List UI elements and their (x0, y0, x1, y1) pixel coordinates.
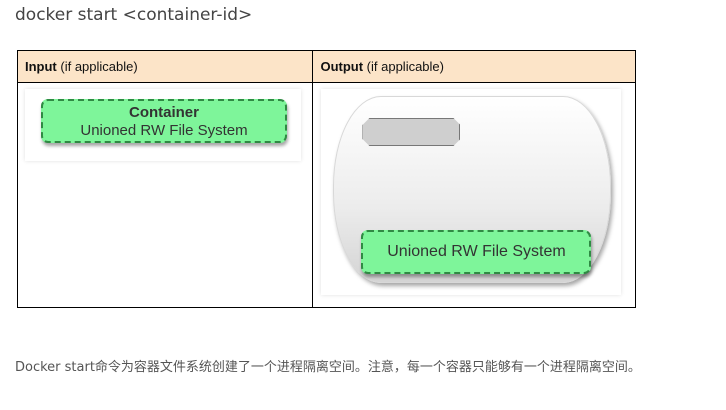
rw-layer-label: Unioned RW File System (387, 243, 566, 260)
input-column-header: Input (if applicable) (16, 50, 314, 83)
output-cell: Unioned RW File System (312, 82, 636, 308)
table-header-row: Input (if applicable) Output (if applica… (16, 50, 636, 83)
input-cell: Container Unioned RW File System (16, 82, 314, 308)
table-row: Container Unioned RW File System Unioned… (16, 82, 636, 308)
rw-layer-box: Unioned RW File System (361, 230, 592, 274)
input-header-bold: Input (25, 59, 57, 74)
container-layer-subtitle: Unioned RW File System (80, 122, 248, 139)
input-output-table: Input (if applicable) Output (if applica… (16, 50, 636, 308)
output-diagram: Unioned RW File System (321, 89, 622, 295)
input-header-note: (if applicable) (56, 59, 138, 74)
process-slot (362, 118, 460, 146)
command-heading: docker start <container-id> (15, 5, 253, 25)
container-layer-title: Container (128, 104, 199, 121)
output-header-bold: Output (320, 59, 364, 74)
output-column-header: Output (if applicable) (312, 50, 636, 83)
output-header-note: (if applicable) (363, 59, 444, 74)
input-diagram: Container Unioned RW File System (25, 89, 301, 161)
description-text: Docker start命令为容器文件系统创建了一个进程隔离空间。注意，每一个容… (15, 360, 641, 375)
container-layer-box: Container Unioned RW File System (41, 99, 287, 143)
